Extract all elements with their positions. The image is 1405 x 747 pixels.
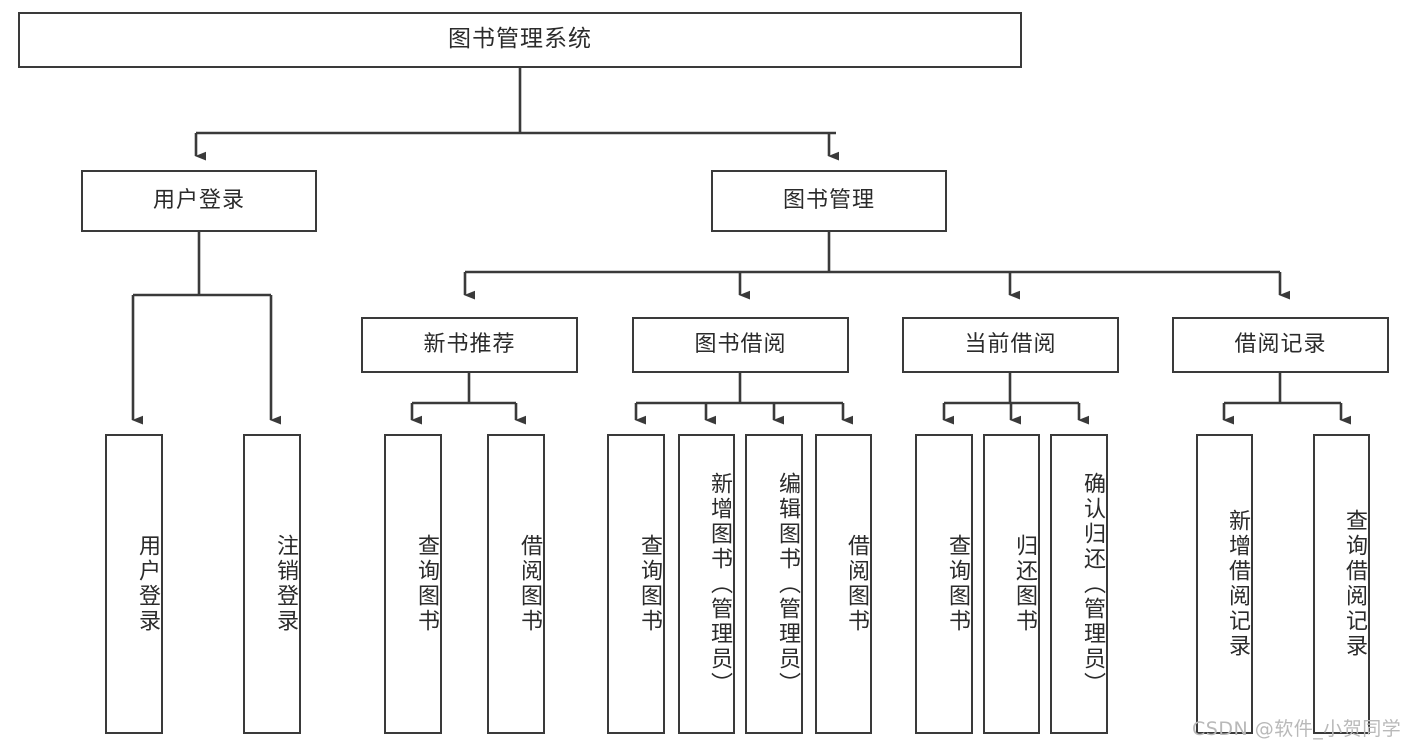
leaf-user-login[interactable]: 用户登录 [105,434,163,734]
leaf-borrow-query-book[interactable]: 查询图书 [607,434,665,734]
node-label: 注销登录 [273,534,298,634]
node-label: 新增借阅记录 [1225,509,1250,659]
node-label: 查询图书 [945,534,970,634]
leaf-record-add[interactable]: 新增借阅记录 [1196,434,1253,734]
leaf-record-query[interactable]: 查询借阅记录 [1313,434,1370,734]
csdn-watermark: CSDN @软件_小贺同学 [1192,718,1402,740]
leaf-current-query-book[interactable]: 查询图书 [915,434,973,734]
leaf-current-return-book[interactable]: 归还图书 [983,434,1040,734]
node-book-management[interactable]: 图书管理 [711,170,947,232]
node-label: 确认归还（管理员） [1080,471,1105,697]
node-label: 归还图书 [1012,534,1037,634]
node-label: 图书借阅 [694,331,787,357]
node-label: 借阅图书 [844,534,869,634]
node-label: 图书管理 [782,187,875,213]
node-current-borrow[interactable]: 当前借阅 [902,317,1119,373]
leaf-user-logout[interactable]: 注销登录 [243,434,301,734]
node-label: 用户登录 [135,534,160,634]
leaf-borrow-add-book[interactable]: 新增图书（管理员） [678,434,735,734]
node-label: 借阅记录 [1234,331,1327,357]
node-label: 新书推荐 [423,331,516,357]
node-label: 用户登录 [152,187,245,213]
node-label: 新增图书（管理员） [707,471,732,697]
leaf-borrow-borrow-book[interactable]: 借阅图书 [815,434,872,734]
leaf-borrow-edit-book[interactable]: 编辑图书（管理员） [745,434,803,734]
node-label: 图书管理系统 [448,26,592,53]
leaf-recommend-query-book[interactable]: 查询图书 [384,434,442,734]
leaf-current-confirm-return[interactable]: 确认归还（管理员） [1050,434,1108,734]
node-label: 查询图书 [637,534,662,634]
node-root-system[interactable]: 图书管理系统 [18,12,1022,68]
node-label: 查询借阅记录 [1342,509,1367,659]
node-label: 编辑图书（管理员） [775,471,800,697]
node-label: 查询图书 [414,534,439,634]
node-user-login[interactable]: 用户登录 [81,170,317,232]
node-borrow-record[interactable]: 借阅记录 [1172,317,1389,373]
node-label: 当前借阅 [964,331,1057,357]
leaf-recommend-borrow-book[interactable]: 借阅图书 [487,434,545,734]
node-book-borrow[interactable]: 图书借阅 [632,317,849,373]
node-new-book-recommend[interactable]: 新书推荐 [361,317,578,373]
node-label: 借阅图书 [517,534,542,634]
